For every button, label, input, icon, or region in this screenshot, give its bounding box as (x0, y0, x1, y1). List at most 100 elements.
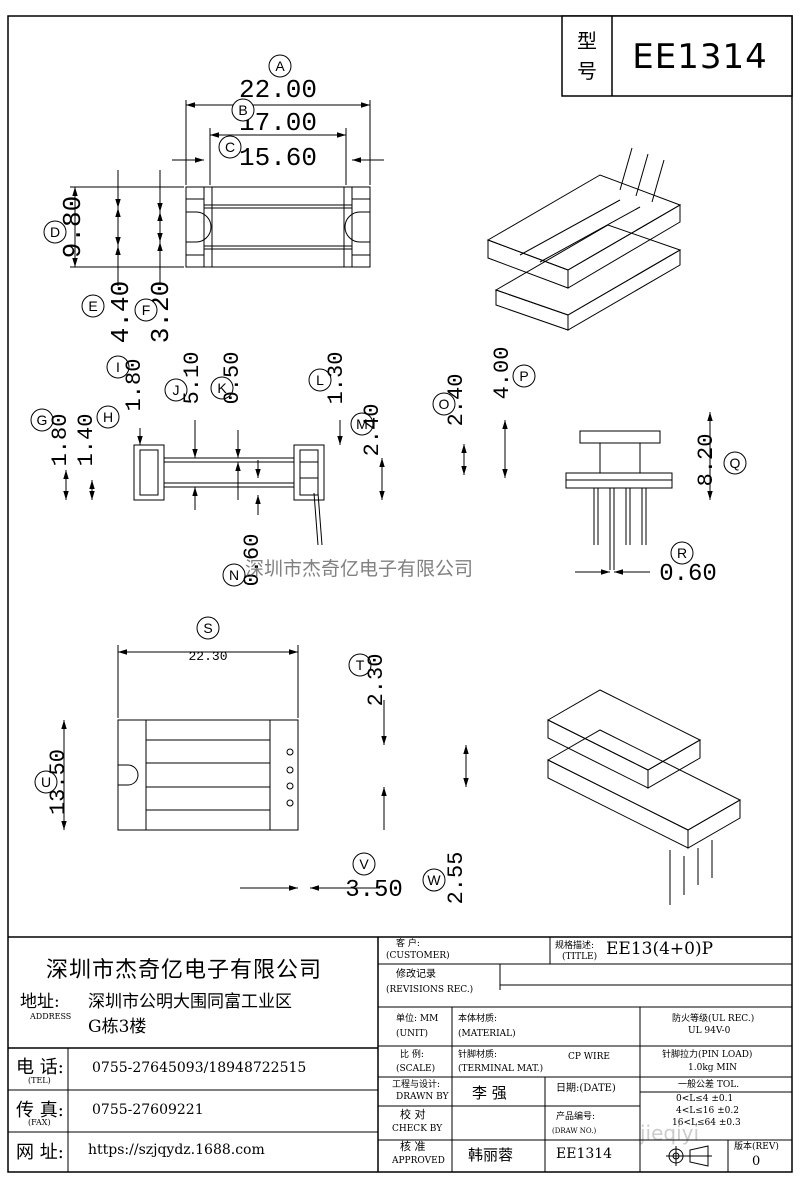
tolerance-row-3: 16<L≤64 ±0.3 (672, 1118, 741, 1128)
dimension-bubble-o (432, 392, 456, 416)
model-label-1: 型 (577, 29, 597, 53)
dimension-id-w: W (427, 872, 441, 888)
dimension-value-j: 5.10 (180, 352, 205, 405)
tolerance-title: 一般公差 TOL. (678, 1080, 740, 1090)
dimension-id-f: F (142, 302, 151, 318)
tolerance-row-1: 0<L≤4 ±0.1 (676, 1094, 734, 1104)
approved-label-en: APPROVED (392, 1156, 445, 1166)
check-label: 校 对 (400, 1108, 426, 1121)
dimension-bubble-l (308, 368, 332, 392)
dimension-bubble-i (106, 355, 130, 379)
dimension-value-i: 1.80 (122, 359, 147, 412)
unit-label-en: (UNIT) (396, 1029, 429, 1039)
dimension-bubble-j (164, 378, 188, 402)
dimension-value-g: 1.80 (48, 414, 73, 467)
model-box: 型 号 EE1314 (561, 15, 793, 97)
dimension-value-o: 2.40 (444, 374, 469, 427)
spec-value: EE13(4+0)P (606, 939, 714, 959)
tel-label: 电 话: (16, 1057, 64, 1078)
title-block-grid (8, 936, 792, 1172)
dimension-bubble-s (196, 616, 220, 640)
model-number: EE1314 (632, 37, 768, 77)
dimension-id-v: V (359, 856, 369, 872)
date-label: 日期:(DATE) (556, 1083, 616, 1094)
dimension-value-u: 13.50 (46, 749, 71, 815)
web-label: 网 址: (16, 1142, 64, 1163)
dimension-bubble-k (210, 376, 234, 400)
projection-symbol-icon (666, 1145, 712, 1167)
address-line-1: 深圳市公明大围同富工业区 (88, 992, 292, 1012)
drawn-by: 李 强 (472, 1084, 507, 1102)
dimension-id-g: G (37, 412, 48, 428)
dimension-id-j: J (173, 382, 180, 398)
dimension-id-i: I (116, 359, 120, 375)
web-value[interactable]: https://szjqydz.1688.com (88, 1142, 265, 1158)
drawn-label-en: DRAWN BY (396, 1092, 449, 1102)
dimension-bubble-a (268, 54, 292, 78)
dimension-bubble-e (81, 294, 105, 318)
rev-label: 版本(REV) (734, 1142, 779, 1152)
pin-load-value: 1.0kg MIN (688, 1063, 738, 1073)
pin-load-label: 针脚拉力(PIN LOAD) (662, 1050, 753, 1060)
dimension-value-p: 4.00 (490, 347, 515, 400)
spec-label-en: (TITLE) (562, 952, 598, 962)
dimension-value-m: 2.40 (360, 404, 385, 457)
dimension-id-q: Q (730, 455, 741, 471)
approved-by: 韩丽蓉 (468, 1146, 514, 1164)
scale-label-en: (SCALE) (396, 1064, 436, 1074)
tel-label-en: (TEL) (28, 1076, 51, 1085)
dimension-value-n: 0.60 (240, 534, 265, 587)
dimension-bubble-n (222, 563, 246, 587)
dimension-value-r: 0.60 (659, 561, 717, 588)
dimension-value-e: 4.40 (106, 281, 136, 343)
dimension-id-o: O (439, 396, 450, 412)
dimension-id-p: P (519, 368, 528, 384)
watermark-text-2: jieqiyi (639, 1121, 699, 1145)
dimension-value-t: 2.30 (364, 654, 389, 707)
dimension-bubble-q (723, 451, 747, 475)
dimension-bubble-f (134, 298, 158, 322)
dimension-id-c: C (225, 139, 235, 155)
dimension-value-l: 1.30 (324, 352, 349, 405)
dimension-id-k: K (217, 380, 227, 396)
dimension-bubble-d (43, 220, 67, 244)
drawn-label: 工程与设计: (392, 1080, 441, 1090)
dimension-bubble-w (422, 868, 446, 892)
dimension-bubble-g (30, 408, 54, 432)
dimension-value-c: 15.60 (239, 143, 317, 173)
dimension-id-h: H (103, 409, 113, 425)
side-view (133, 444, 325, 546)
dimension-bubble-r (670, 541, 694, 565)
unit-label: 单位: MM (396, 1014, 439, 1024)
fax-label-en: (FAX) (28, 1118, 51, 1127)
dimension-id-d: D (50, 224, 60, 240)
dimension-bubble-p (512, 364, 536, 388)
dimension-id-n: N (229, 567, 239, 583)
material-label: 本体材质: (458, 1014, 498, 1024)
company-name: 深圳市杰奇亿电子有限公司 (46, 958, 323, 983)
bottom-view (117, 719, 299, 831)
dimension-id-m: M (356, 416, 368, 432)
dimension-bubble-b (231, 98, 255, 122)
address-label-en: ADDRESS (30, 1012, 72, 1021)
scale-label: 比 例: (400, 1050, 424, 1060)
drawing-no-label-en: (DRAW NO.) (552, 1127, 597, 1135)
dimension-id-s: S (203, 620, 212, 636)
fax-value: 0755-27609221 (92, 1102, 204, 1118)
dimension-id-a: A (275, 58, 285, 74)
dimension-id-e: E (88, 298, 97, 314)
dimension-bubble-c (218, 135, 242, 159)
isometric-view-1 (486, 147, 682, 331)
spec-label: 规格描述: (555, 941, 595, 951)
model-label-2: 号 (577, 59, 597, 83)
dimension-bubble-t (348, 653, 372, 677)
dimension-value-s: 22.30 (188, 649, 227, 664)
drawing-frame (7, 15, 793, 1173)
address-label: 地址: (20, 992, 60, 1012)
address-line-2: G栋3楼 (88, 1017, 147, 1037)
dimension-value-q: 8.20 (694, 434, 719, 487)
dimension-value-v: 3.50 (345, 877, 403, 904)
fire-label: 防火等级(UL REC.) (672, 1014, 755, 1024)
approved-label: 核 准 (400, 1140, 426, 1153)
